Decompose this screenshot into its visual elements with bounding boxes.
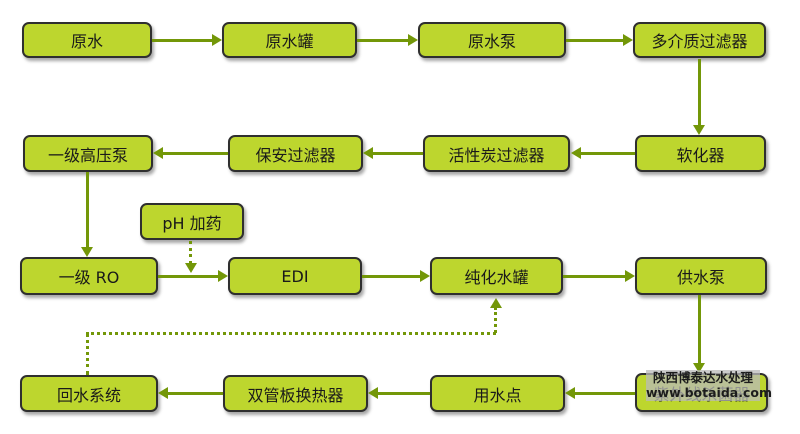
node-security-filter: 保安过滤器 bbox=[228, 135, 363, 172]
node-supply-pump: 供水泵 bbox=[635, 257, 767, 295]
edge-edi-to-purified-tank-line bbox=[362, 275, 420, 278]
vendor-watermark-line2: www.botaida.com bbox=[646, 385, 772, 400]
edge-supply-pump-to-uv-line bbox=[698, 295, 701, 363]
edge-security-to-hp-pump-arrowhead bbox=[153, 147, 163, 159]
edge-hp-pump-to-ro-arrowhead bbox=[81, 247, 93, 257]
node-return-water-system: 回水系统 bbox=[20, 375, 158, 412]
edge-carbon-to-security-line bbox=[373, 152, 423, 155]
node-raw-water-tank: 原水罐 bbox=[222, 22, 357, 58]
edge-carbon-to-security-arrowhead bbox=[363, 147, 373, 159]
edge-pump-to-multimedia-arrowhead bbox=[623, 34, 633, 46]
edge-softener-to-carbon-arrowhead bbox=[571, 147, 581, 159]
node-use-point: 用水点 bbox=[430, 375, 565, 412]
edge-ro-to-edi-arrowhead bbox=[218, 270, 228, 282]
node-raw-water: 原水 bbox=[22, 22, 152, 58]
vendor-watermark-line1: 陕西博泰达水处理 bbox=[652, 370, 753, 385]
edge-return-feedback-vertical2 bbox=[494, 307, 497, 333]
node-softener: 软化器 bbox=[635, 135, 766, 172]
edge-purified-tank-to-supply-pump-arrowhead bbox=[625, 270, 635, 282]
node-edi: EDI bbox=[228, 257, 362, 295]
edge-use-point-to-heat-exchanger-line bbox=[378, 392, 430, 395]
edge-return-feedback-horizontal bbox=[86, 332, 496, 335]
edge-use-point-to-heat-exchanger-arrowhead bbox=[368, 387, 378, 399]
node-purified-water-tank: 纯化水罐 bbox=[430, 257, 563, 295]
node-first-stage-hp-pump: 一级高压泵 bbox=[23, 135, 153, 172]
edge-pump-to-multimedia-line bbox=[566, 39, 623, 42]
edge-heat-exchanger-to-return-line bbox=[168, 392, 223, 395]
edge-raw-water-to-tank-arrowhead bbox=[212, 34, 222, 46]
edge-return-feedback-arrowhead bbox=[490, 298, 502, 308]
edge-uv-to-use-point-arrowhead bbox=[565, 387, 575, 399]
edge-security-to-hp-pump-line bbox=[163, 152, 228, 155]
edge-purified-tank-to-supply-pump-line bbox=[563, 275, 625, 278]
edge-hp-pump-to-ro-line bbox=[86, 172, 89, 247]
node-multimedia-filter: 多介质过滤器 bbox=[633, 22, 766, 58]
edge-uv-to-use-point-line bbox=[575, 392, 635, 395]
edge-edi-to-purified-tank-arrowhead bbox=[420, 270, 430, 282]
edge-multimedia-to-softener-arrowhead bbox=[693, 125, 705, 135]
edge-tank-to-pump-arrowhead bbox=[408, 34, 418, 46]
node-double-tube-heat-exchanger: 双管板换热器 bbox=[223, 375, 368, 412]
edge-return-feedback-vertical1 bbox=[86, 333, 89, 375]
edge-ph-dosing-arrowhead bbox=[185, 263, 197, 273]
vendor-watermark: 陕西博泰达水处理 www.botaida.com bbox=[646, 370, 772, 401]
edge-ro-to-edi-line bbox=[158, 275, 218, 278]
edge-multimedia-to-softener-line bbox=[698, 59, 701, 125]
edge-raw-water-to-tank-line bbox=[152, 39, 212, 42]
node-activated-carbon-filter: 活性炭过滤器 bbox=[423, 135, 570, 172]
node-ph-dosing: pH 加药 bbox=[140, 203, 244, 240]
edge-heat-exchanger-to-return-arrowhead bbox=[158, 387, 168, 399]
node-first-stage-ro: 一级 RO bbox=[20, 257, 158, 295]
node-raw-water-pump: 原水泵 bbox=[418, 22, 566, 58]
edge-ph-dosing-dotted-line bbox=[189, 241, 192, 264]
edge-tank-to-pump-line bbox=[357, 39, 408, 42]
edge-supply-pump-to-uv-arrowhead bbox=[693, 363, 705, 373]
edge-softener-to-carbon-line bbox=[581, 152, 635, 155]
